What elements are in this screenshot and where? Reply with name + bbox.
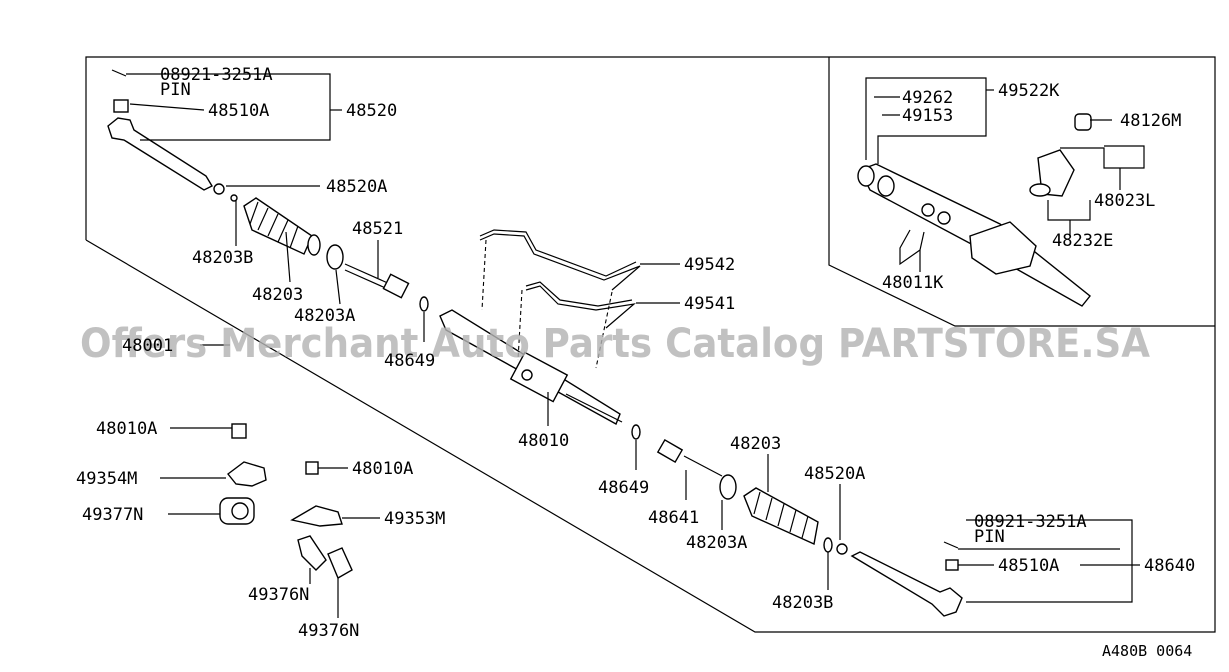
diagram-code: A480B 0064 xyxy=(1102,642,1192,660)
callout-band-right: 48203B xyxy=(772,593,833,613)
leader-lines xyxy=(126,73,1145,618)
boot-left-part xyxy=(243,197,344,270)
callout-bush-2: 49376N xyxy=(298,621,359,641)
callout-gear-assembly: 48001 xyxy=(122,336,173,356)
callout-inset-seal-2: 49153 xyxy=(902,106,953,126)
callout-pin-text-bottom: PIN xyxy=(974,527,1005,547)
callout-boot-left: 48203 xyxy=(252,285,303,305)
inner-socket-left-part xyxy=(344,263,429,312)
callout-boot-right: 48203 xyxy=(730,434,781,454)
callout-inner-socket-left: 48521 xyxy=(352,219,403,239)
callout-bolt-mount-2: 48010A xyxy=(352,459,413,479)
callout-inset-seal-kit: 49522K xyxy=(998,81,1060,101)
callout-clamp-left: 48203A xyxy=(294,306,355,326)
callout-insulator-1: 49377N xyxy=(82,505,143,525)
callout-tie-rod-end-left: 48520 xyxy=(346,101,397,121)
callout-tube-lower: 49541 xyxy=(684,294,735,314)
callout-washer-left: 48649 xyxy=(384,351,435,371)
inset-parts xyxy=(857,113,1092,307)
callout-labels: 08921-3251A PIN 48510A 48520 48520A 4820… xyxy=(76,65,1195,641)
callout-rack-housing: 48010 xyxy=(518,431,569,451)
callout-washer-right: 48649 xyxy=(598,478,649,498)
callout-bolt-mount-1: 48010A xyxy=(96,419,157,439)
callout-band-left: 48203B xyxy=(192,248,253,268)
mount-parts xyxy=(219,423,353,580)
callout-inset-oring: 48232E xyxy=(1052,231,1113,251)
inset-frame xyxy=(828,57,1215,327)
callout-clamp-right: 48203A xyxy=(686,533,747,553)
callout-clip-right: 48520A xyxy=(804,464,865,484)
callout-inner-socket-right: 48641 xyxy=(648,508,699,528)
frame-outline xyxy=(85,56,1216,633)
callout-inset-seal-1: 49262 xyxy=(902,88,953,108)
tie-rod-end-left-part xyxy=(107,69,238,202)
callout-bracket-1: 49354M xyxy=(76,469,137,489)
pipe-lines xyxy=(479,229,641,369)
callout-inset-valve: 48023L xyxy=(1094,191,1155,211)
callout-stud-bottom: 48510A xyxy=(998,556,1059,576)
rack-housing-part xyxy=(439,309,623,425)
callout-clip-left-upper: 48520A xyxy=(326,177,387,197)
callout-stud-top: 48510A xyxy=(208,101,269,121)
callout-pin-part-top: 08921-3251A xyxy=(160,65,273,85)
callout-tie-rod-end-right: 48640 xyxy=(1144,556,1195,576)
callout-tube-upper: 49542 xyxy=(684,255,735,275)
callout-bracket-2: 49353M xyxy=(384,509,445,529)
callout-bush-1: 49376N xyxy=(248,585,309,605)
watermark-text: Offers Merchant Auto Parts Catalog PARTS… xyxy=(80,321,1150,367)
callout-inset-cap: 48126M xyxy=(1120,111,1181,131)
callout-inset-housing: 48011K xyxy=(882,273,944,293)
callout-pin-part-bottom: 08921-3251A xyxy=(974,512,1087,532)
callout-pin-text-top: PIN xyxy=(160,80,191,100)
right-side-parts xyxy=(631,424,963,617)
